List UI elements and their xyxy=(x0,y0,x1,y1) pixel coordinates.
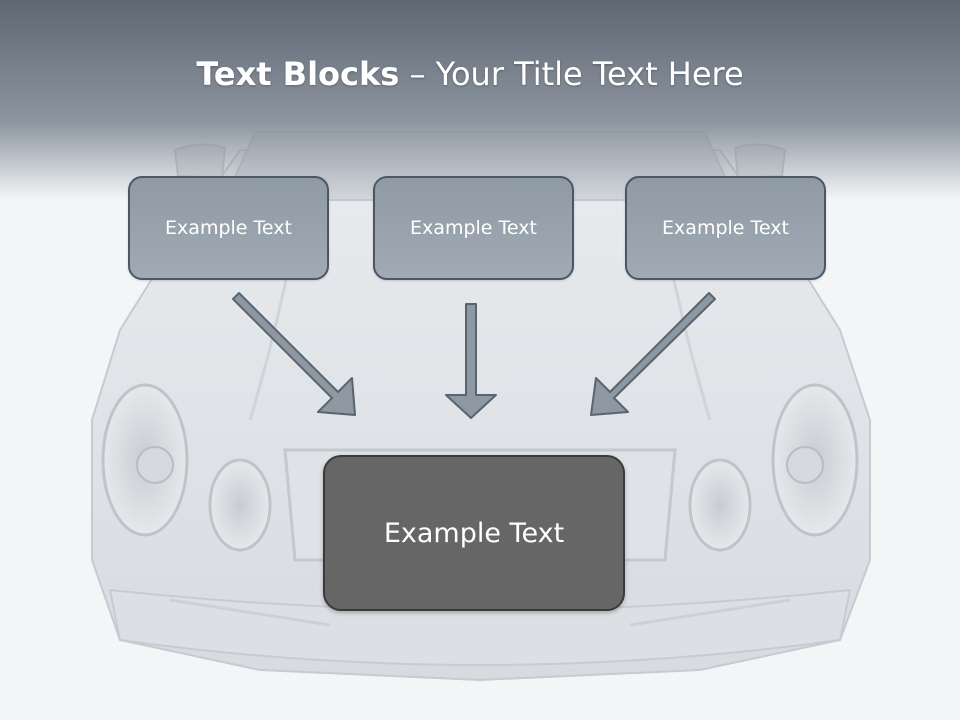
title-band xyxy=(0,0,960,200)
text-block-2[interactable]: Example Text xyxy=(373,176,574,280)
arrow-left-diagonal xyxy=(232,292,356,416)
main-text-block[interactable]: Example Text xyxy=(323,455,625,611)
slide-title: Text Blocks – Your Title Text Here xyxy=(0,52,940,96)
title-bold-part: Text Blocks xyxy=(196,55,400,93)
text-block-3[interactable]: Example Text xyxy=(625,176,826,280)
arrow-right-diagonal xyxy=(590,292,716,416)
main-text-block-label: Example Text xyxy=(383,517,565,549)
text-block-1-label: Example Text xyxy=(165,217,292,239)
arrow-center-down xyxy=(445,303,497,419)
text-block-1[interactable]: Example Text xyxy=(128,176,329,280)
text-block-2-label: Example Text xyxy=(410,217,537,239)
text-block-3-label: Example Text xyxy=(662,217,789,239)
title-regular-part: – Your Title Text Here xyxy=(399,55,744,93)
